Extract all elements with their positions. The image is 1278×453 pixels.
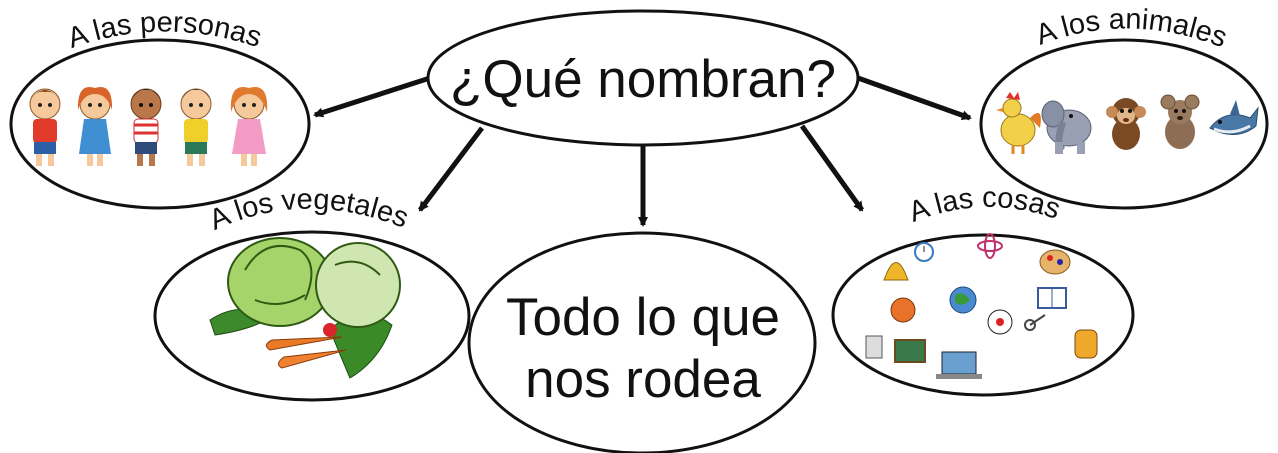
child-girl-pink-dress-icon <box>230 87 268 166</box>
animals-illustration <box>996 92 1259 154</box>
child-boy-striped-shirt-icon <box>130 88 162 166</box>
shark-icon <box>1209 100 1259 135</box>
personas-oval <box>9 38 311 210</box>
bell-icon <box>883 262 909 281</box>
arrow-to-vegetales <box>418 126 484 212</box>
chalkboard-icon <box>894 339 926 363</box>
things-illustration <box>865 233 1098 379</box>
child-girl-blue-dress-icon <box>77 86 113 166</box>
arrow-to-cosas <box>799 124 865 212</box>
children-illustration <box>29 86 268 166</box>
child-boy-red-shirt-icon <box>29 88 61 166</box>
arrow-to-animales <box>857 75 972 121</box>
answer-line-1: Todo lo que <box>506 288 780 347</box>
rooster-icon <box>996 92 1041 154</box>
node-personas: A las personas <box>9 6 311 210</box>
node-cosas: A las cosas <box>831 182 1135 397</box>
cabbage-icon <box>227 237 401 328</box>
ball-icon <box>890 297 1013 335</box>
laptop-icon <box>936 351 982 379</box>
globe-icon <box>949 286 977 314</box>
clock-icon <box>914 242 934 262</box>
arrows <box>313 75 972 227</box>
atom-icon <box>977 233 1003 259</box>
node-vegetales: A los vegetales <box>153 184 471 402</box>
child-boy-yellow-shirt-icon <box>180 88 212 166</box>
center-node: ¿Qué nombran? <box>426 9 860 147</box>
cosas-oval <box>831 233 1135 397</box>
monkey-icon <box>1106 98 1146 150</box>
carrot-icon <box>266 323 347 369</box>
cosas-label: A las cosas <box>905 182 1064 229</box>
center-oval <box>426 9 860 147</box>
palette-icon <box>1039 249 1071 275</box>
mouse-icon <box>1160 94 1200 149</box>
center-question: ¿Qué nombran? <box>450 50 836 109</box>
calculator-icon <box>865 335 883 359</box>
vegetables-illustration <box>209 237 401 379</box>
answer-line-2: nos rodea <box>525 350 761 409</box>
svg-text:A las cosas: A las cosas <box>905 182 1064 229</box>
arrow-to-personas <box>313 75 431 118</box>
node-animales: A los animales <box>979 3 1269 210</box>
book-icon <box>1037 287 1067 309</box>
answer-oval <box>467 231 817 453</box>
answer-node: Todo lo que nos rodea <box>467 231 817 453</box>
elephant-icon <box>1041 100 1092 154</box>
scissors-icon <box>1024 314 1046 331</box>
backpack-icon <box>1074 329 1098 359</box>
